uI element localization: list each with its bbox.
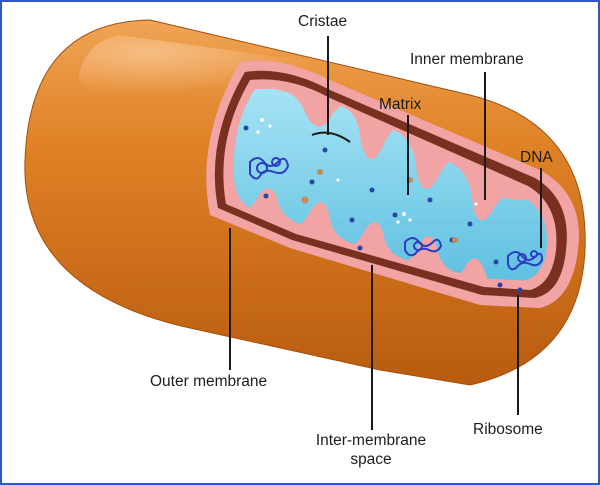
label-inter-membrane-space-line1: Inter-membrane — [315, 432, 427, 449]
matrix-shape — [230, 85, 551, 284]
label-dna: DNA — [520, 149, 553, 166]
label-inter-membrane-space-line2: space — [350, 450, 392, 468]
leader-lines — [229, 36, 542, 430]
label-inter-membrane-space: Inter-membrane space — [295, 432, 447, 469]
label-matrix: Matrix — [379, 96, 422, 113]
dna-strand-left — [249, 157, 290, 180]
label-outer-membrane: Outer membrane — [150, 373, 268, 390]
label-ribosome: Ribosome — [473, 421, 543, 438]
dna-strand-right — [507, 250, 544, 271]
intermembrane-granules — [301, 169, 458, 243]
label-inner-membrane: Inner membrane — [410, 51, 524, 68]
dna-strand-middle — [404, 237, 443, 257]
leader-line-cristae — [311, 36, 351, 143]
label-cristae: Cristae — [298, 13, 348, 30]
matrix-granules — [256, 118, 478, 224]
